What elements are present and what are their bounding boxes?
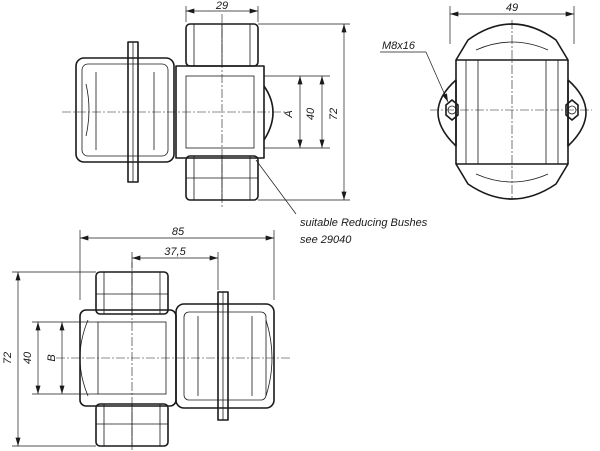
screw-size-label: M8x16 [382, 40, 416, 52]
top-view-outer-height-dim: 72 [328, 108, 340, 120]
side-view-clamp: 49 M8x16 [380, 2, 592, 200]
reducing-bushes-note: suitable Reducing Bushes see 29040 [300, 217, 428, 246]
bottom-view-bore-label: B [46, 354, 58, 361]
bottom-view-center-dim: 37,5 [164, 246, 186, 258]
note-line-2: see 29040 [300, 234, 352, 246]
bottom-view-overall-width-dim: 85 [172, 226, 185, 238]
bottom-view-clamp: 85 37,5 72 40 B [2, 226, 290, 450]
bottom-view-outer-height-dim: 72 [2, 352, 14, 364]
note-line-1: suitable Reducing Bushes [300, 217, 428, 229]
top-view-inner-height-dim: 40 [305, 107, 317, 120]
top-view-clamp: 29 A 40 72 [62, 0, 350, 215]
bottom-view-inner-height-dim: 40 [22, 351, 34, 364]
side-view-width-dim: 49 [506, 2, 518, 14]
top-view-bore-label: A [283, 110, 295, 118]
top-view-width-dim: 29 [215, 0, 228, 12]
